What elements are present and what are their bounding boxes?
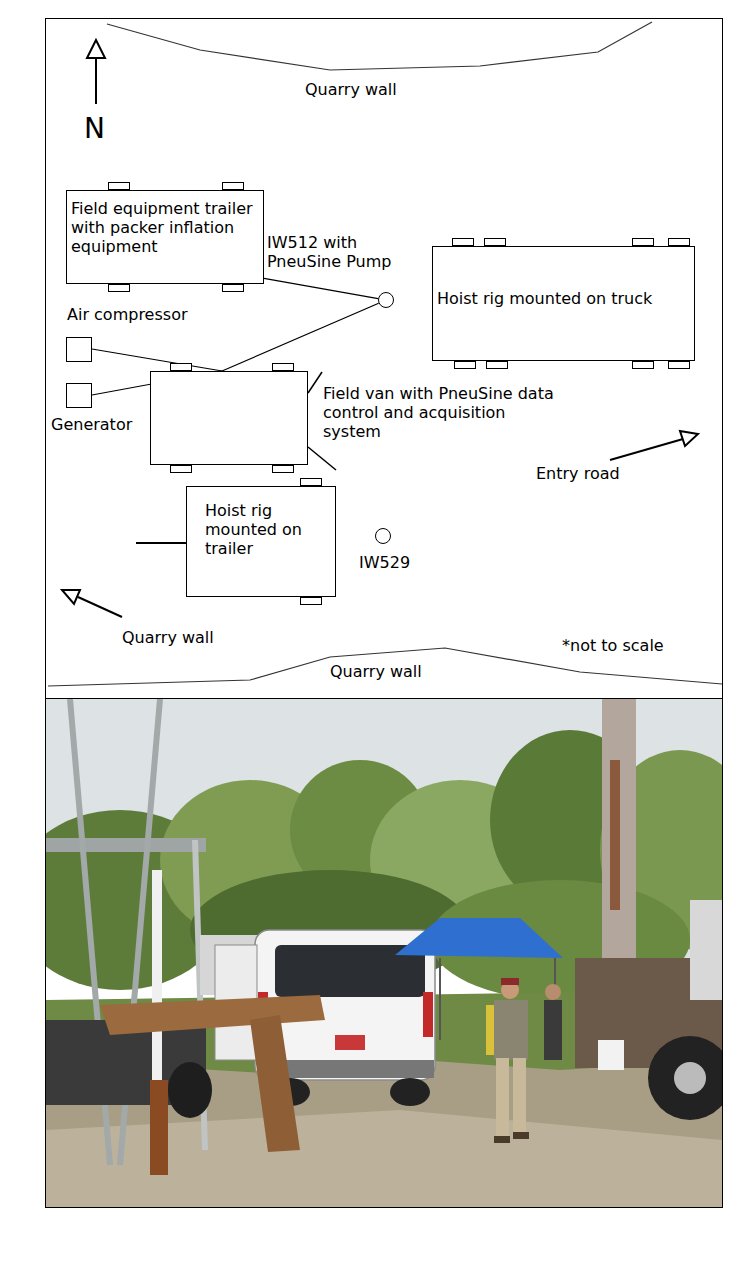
box-label: IW529 — [359, 553, 410, 572]
equipment-trailer-box: Field equipment trailer with packer infl… — [66, 190, 264, 284]
wheel-tab — [484, 238, 506, 246]
quarry-wall-arrow-head — [62, 590, 80, 604]
entry-road-arrow-shaft — [610, 439, 683, 460]
box-text: Hoist rig mounted on trailer — [205, 501, 331, 558]
photo-truck-box — [690, 900, 722, 1000]
wheel-tab — [170, 363, 192, 371]
connector-line — [222, 303, 379, 371]
wheel-tab — [300, 597, 322, 605]
wheel-tab — [668, 361, 690, 369]
wheel-tab — [170, 465, 192, 473]
entry-road-arrow-head — [680, 431, 698, 446]
north-arrow-shaft — [95, 58, 97, 104]
wheel-tab — [272, 363, 294, 371]
north-label: N — [84, 112, 105, 146]
wheel-tab — [486, 361, 508, 369]
photo-man-shoe — [494, 1136, 510, 1143]
frame-border — [46, 19, 723, 1208]
wheel-tab — [454, 361, 476, 369]
wheel-tab — [668, 238, 690, 246]
photo-trailer-wheel — [168, 1062, 212, 1118]
site-photo — [46, 699, 722, 1207]
photo-planks — [250, 1015, 300, 1152]
photo-mud — [46, 1110, 722, 1207]
connector-line — [92, 349, 222, 371]
photo-person-head — [545, 984, 561, 1000]
plan-label: Entry road — [536, 464, 620, 483]
north-arrow-head — [87, 40, 105, 58]
wheel-tab — [632, 238, 654, 246]
connector-line — [264, 278, 378, 298]
box-text: Field equipment trailer with packer infl… — [71, 199, 259, 256]
box-label: Field van with PneuSine data control and… — [323, 384, 561, 441]
wheel-tab — [452, 238, 474, 246]
hoist-truck-box: Hoist rig mounted on truck — [432, 246, 695, 361]
wheel-tab — [108, 182, 130, 190]
box-label: Air compressor — [67, 305, 188, 324]
generator-box: Generator — [66, 383, 92, 408]
hoist-rig-hitch — [136, 542, 186, 544]
photo-person — [544, 1000, 562, 1060]
field-van-box: Field van with PneuSine data control and… — [150, 371, 308, 465]
van-label-leader — [308, 447, 336, 470]
wheel-tab — [300, 478, 322, 486]
van-label-leader — [308, 372, 322, 393]
plan-label: Quarry wall — [122, 628, 214, 647]
photo-man-cap — [501, 978, 519, 985]
quarry-wall-line — [107, 22, 652, 70]
well-circle: IW529 — [375, 528, 391, 544]
photo-truck-hub — [674, 1062, 706, 1094]
box-text: Hoist rig mounted on truck — [437, 289, 690, 308]
box-label: IW512 with PneuSine Pump — [267, 233, 403, 271]
quarry-wall-arrow-shaft — [78, 597, 122, 617]
photo-van-plate — [335, 1035, 365, 1050]
photo-van-taillight — [423, 992, 433, 1037]
photo-man-shoe — [513, 1132, 529, 1139]
photo-rusty-casing — [150, 1080, 168, 1175]
wheel-tab — [632, 361, 654, 369]
photo-man-leg — [496, 1058, 509, 1138]
plan-label: *not to scale — [562, 636, 664, 655]
plan-label: Quarry wall — [330, 662, 422, 681]
photo-rig-mast-rust — [610, 760, 620, 910]
photo-man-shirt — [494, 1000, 528, 1060]
photo-rig-mast — [602, 699, 636, 959]
compressor-box: Air compressor — [66, 337, 92, 362]
wheel-tab — [272, 465, 294, 473]
hoist-trailer-box: Hoist rig mounted on trailer — [186, 486, 336, 597]
photo-tower-platform — [46, 838, 206, 852]
panel-divider — [45, 698, 723, 699]
box-label: Generator — [51, 415, 132, 434]
photo-canopy — [395, 918, 563, 958]
photo-truck-wheel — [648, 1036, 722, 1120]
photo-planks — [100, 995, 325, 1035]
wheel-tab — [222, 284, 244, 292]
well-circle: IW512 with PneuSine Pump — [378, 292, 394, 308]
photo-canopy-leg — [439, 958, 441, 1040]
photo-man-leg — [513, 1058, 526, 1134]
photo-van-tire — [390, 1078, 430, 1106]
wheel-tab — [222, 182, 244, 190]
wheel-tab — [108, 284, 130, 292]
plan-label: Quarry wall — [305, 80, 397, 99]
photo-chair — [598, 1040, 624, 1070]
